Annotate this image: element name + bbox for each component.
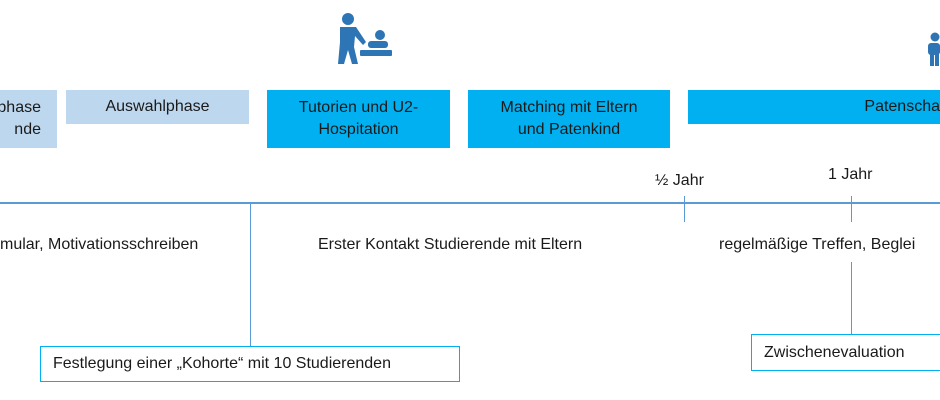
cohort-connector [250, 204, 251, 347]
activity-regular-meetings: regelmäßige Treffen, Beglei [719, 236, 916, 253]
timeline-axis [0, 202, 940, 204]
phase-application: phase nde [0, 90, 57, 148]
mark-half-year-label: ½ Jahr [655, 172, 704, 189]
callout-interim-evaluation: Zwischenevaluation [751, 334, 940, 371]
activity-first-contact: Erster Kontakt Studierende mit Eltern [318, 236, 583, 253]
phase-selection: Auswahlphase [66, 90, 249, 124]
callout-cohort: Festlegung einer „Kohorte“ mit 10 Studie… [40, 346, 460, 382]
person-changing-baby-icon [338, 13, 392, 64]
evaluation-connector [851, 262, 852, 335]
phase-matching: Matching mit Eltern und Patenkind [468, 90, 670, 148]
mark-one-year-tick [851, 196, 852, 222]
mark-one-year-label: 1 Jahr [828, 166, 873, 183]
phase-sponsorship: Patenscha [688, 90, 940, 124]
phase-tutorials: Tutorien und U2- Hospitation [267, 90, 450, 148]
child-icon [928, 32, 940, 66]
activity-application: mular, Motivationsschreiben [0, 236, 199, 253]
mark-half-year-tick [684, 196, 685, 222]
